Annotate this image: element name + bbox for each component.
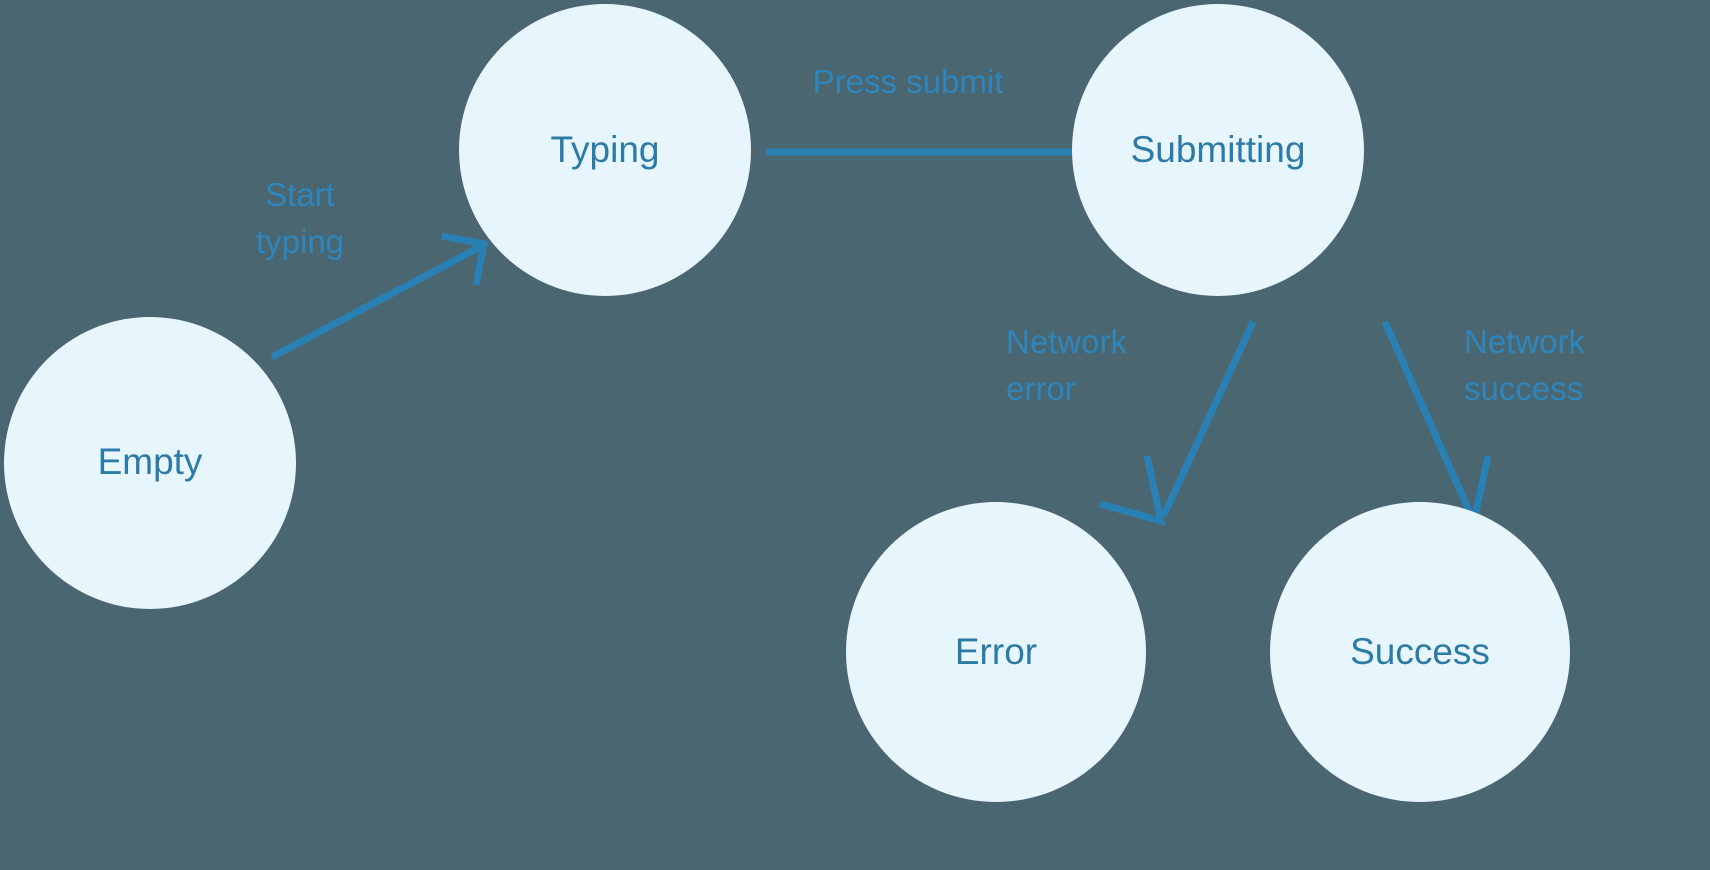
node-success[interactable]: Success bbox=[1270, 502, 1570, 802]
edge-empty-to-typing[interactable]: Start typing bbox=[256, 176, 489, 361]
edge-empty-to-typing-line bbox=[270, 243, 482, 361]
edge-submitting-to-error-line bbox=[1160, 320, 1257, 517]
node-error-circle bbox=[846, 502, 1146, 802]
node-error-label: Error bbox=[955, 631, 1037, 672]
node-typing[interactable]: Typing bbox=[459, 4, 751, 296]
node-submitting[interactable]: Submitting bbox=[1072, 4, 1364, 296]
node-submitting-circle bbox=[1072, 4, 1364, 296]
edge-label-network-error-line1: Network bbox=[1006, 323, 1128, 360]
node-empty-circle bbox=[4, 317, 296, 609]
edge-submitting-to-success[interactable]: Network success bbox=[1381, 320, 1586, 526]
node-success-label: Success bbox=[1350, 631, 1490, 672]
node-typing-label: Typing bbox=[550, 129, 659, 170]
node-success-circle bbox=[1270, 502, 1570, 802]
edge-label-press-submit: Press submit bbox=[813, 63, 1004, 100]
edge-empty-to-typing-arrowhead bbox=[441, 232, 489, 286]
edge-label-start-typing-line1: Start bbox=[265, 176, 335, 213]
edge-label-network-success-line1: Network bbox=[1464, 323, 1586, 360]
node-submitting-label: Submitting bbox=[1131, 129, 1306, 170]
edge-label-network-success-line2: success bbox=[1464, 370, 1583, 407]
node-empty[interactable]: Empty bbox=[4, 317, 296, 609]
node-error[interactable]: Error bbox=[846, 502, 1146, 802]
edge-label-network-error-line2: error bbox=[1006, 370, 1076, 407]
node-empty-label: Empty bbox=[98, 441, 203, 482]
edge-submitting-to-error[interactable]: Network error bbox=[1006, 320, 1257, 526]
edge-submitting-to-success-line bbox=[1381, 320, 1475, 517]
edge-submitting-to-error-arrowhead bbox=[1099, 455, 1166, 526]
node-typing-circle bbox=[459, 4, 751, 296]
edge-label-start-typing-line2: typing bbox=[256, 223, 344, 260]
